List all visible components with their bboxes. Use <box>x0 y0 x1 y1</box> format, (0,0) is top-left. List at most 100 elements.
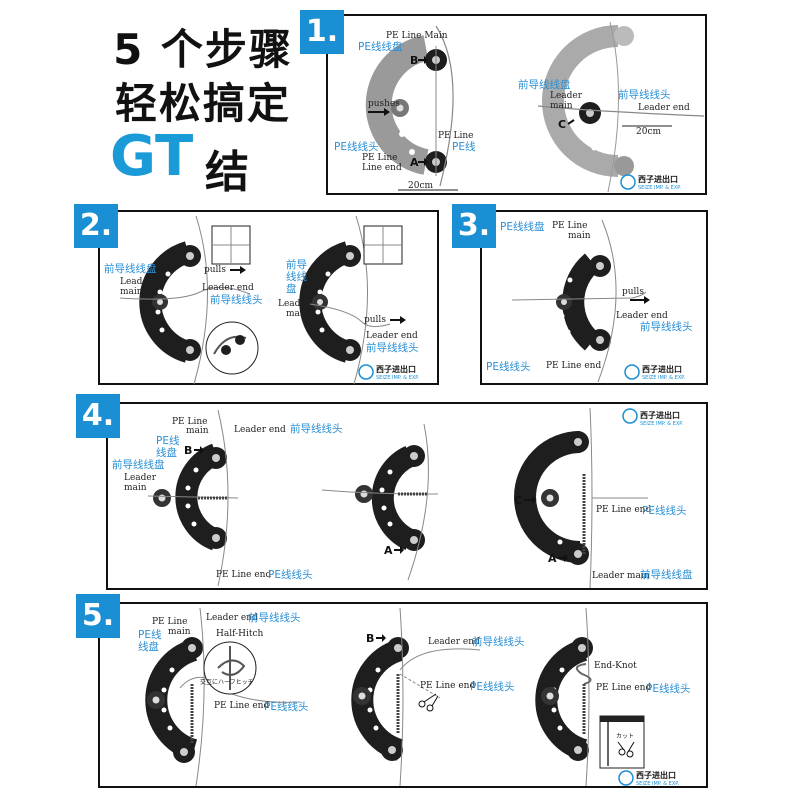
step-4-badge: 4. <box>76 394 120 438</box>
label-pe-line-end: PE Line end <box>216 570 271 580</box>
label-pe-line-end: PE Line end <box>596 683 651 693</box>
svg-text:西子进出口: 西子进出口 <box>376 364 416 374</box>
svg-text:西子进出口: 西子进出口 <box>642 364 682 374</box>
title-jie: 结 <box>205 147 249 198</box>
label-leader-end: Leader end <box>366 331 418 341</box>
label-pe-reel-cn: PE线线盘 <box>500 220 545 233</box>
arrow-label-a: A <box>384 544 393 557</box>
label-pushes: pushes <box>368 99 400 109</box>
label-leader-end: Leader end <box>638 103 690 113</box>
arrow-label-b: B <box>366 632 374 645</box>
knot-tool-right <box>299 241 352 363</box>
label-main: main <box>550 101 573 111</box>
label-pe-line: PE Line <box>438 131 473 141</box>
arrow-label-a: A <box>410 156 419 169</box>
step-4-diagram: PE Line main PE线 线盘 B 前导线线盘 Leader main … <box>112 407 693 589</box>
brand-logo: 西子进出口 SEIZE IMP. & EXP. <box>358 364 419 381</box>
label-pe-line-end-cn: PE线线头 <box>470 680 514 693</box>
svg-text:SEIZE IMP. & EXP.: SEIZE IMP. & EXP. <box>642 375 685 381</box>
brand-logo: 西子进出口 SEIZE IMP. & EXP. <box>624 364 685 381</box>
hand-detail-circle <box>205 321 259 375</box>
step-5-panel: PE Line main PE线 线盘 Leader end 前导线线头 Hal… <box>98 602 708 788</box>
label-pe-reel-cn: PE线线盘 <box>358 40 403 53</box>
scissors-icon <box>617 741 635 758</box>
label-pe-line-1: PE Line <box>362 153 397 163</box>
label-leader: Leader <box>278 299 311 309</box>
label-leader-end: Leader end <box>616 311 668 321</box>
step-3-panel: PE线线盘 PE Line main pulls Leader end 前导线线… <box>480 210 708 385</box>
label-pe-line-end-cn: PE线线头 <box>646 682 690 695</box>
label-leader-end: Leader end <box>202 283 254 293</box>
step-2-panel: pulls 前导线线盘 Leader main Leader end 前导线线头… <box>98 210 439 385</box>
step-3-diagram: PE线线盘 PE Line main pulls Leader end 前导线线… <box>486 219 693 383</box>
step-4-panel: PE Line main PE线 线盘 B 前导线线盘 Leader main … <box>106 402 708 590</box>
label-pulls: pulls <box>364 315 386 325</box>
label-leader-end-cn: 前导线线头 <box>640 320 693 333</box>
label-leader-end-cn: 前导线线头 <box>472 635 525 648</box>
label-leader: Leader <box>124 473 157 483</box>
label-leader-guide-cn-1: 前导 <box>286 258 307 271</box>
step-1-badge: 1. <box>300 10 344 54</box>
label-leader-main: Leader main <box>592 571 650 581</box>
end-knot <box>575 663 592 685</box>
label-pe-line-end-cn: PE线线头 <box>268 568 312 581</box>
label-pe-line-end-cn: PE线线头 <box>264 700 308 713</box>
label-leader-reel-cn: 前导线线盘 <box>640 568 693 581</box>
label-main: main <box>120 287 143 297</box>
knot-tool-left <box>139 241 192 363</box>
label-pe-cn-2: 线盘 <box>156 446 177 459</box>
label-pe-line-cn: PE线 <box>452 140 476 153</box>
label-leader-reel-cn: 前导线线盘 <box>518 78 571 91</box>
step-2-badge: 2. <box>74 204 118 248</box>
svg-text:SEIZE IMP. & EXP.: SEIZE IMP. & EXP. <box>636 781 679 787</box>
scissors-icon <box>418 693 439 712</box>
label-half-hitch-jp: 交互にハーフヒッチ <box>200 678 254 686</box>
arrow-label-c: C <box>558 118 566 131</box>
label-leader-end: Leader end <box>206 613 258 623</box>
label-pe-line-end: PE Line end <box>214 701 269 711</box>
step-5-diagram: PE Line main PE线 线盘 Leader end 前导线线头 Hal… <box>138 607 690 787</box>
label-leader-guide-cn-3: 盘 <box>286 282 297 295</box>
svg-text:西子进出口: 西子进出口 <box>638 174 678 184</box>
brand-logo: 西子进出口 SEIZE IMP. & EXP. <box>618 770 679 787</box>
step-2-diagram: pulls 前导线线盘 Leader main Leader end 前导线线头… <box>104 215 419 385</box>
knot-tool <box>562 253 600 351</box>
label-pe-line-end-cn: PE线线头 <box>334 140 378 153</box>
label-leader: Leader <box>120 277 153 287</box>
label-pe-cn-1: PE线 <box>156 434 180 447</box>
label-leader-end-cn: 前导线线头 <box>290 422 343 435</box>
label-pe-cn-2: 线盘 <box>138 640 159 653</box>
label-leader-end-cn: 前导线线头 <box>210 293 263 306</box>
title-gt: GT <box>110 124 194 189</box>
knot-tool-right <box>542 25 619 177</box>
label-dist-1: 20cm <box>408 181 433 191</box>
label-main: main <box>186 426 209 436</box>
label-line-end: Line end <box>362 163 402 173</box>
title-line-1: 5 个步骤 <box>113 25 293 74</box>
label-leader: Leader <box>550 91 583 101</box>
step-3-badge: 3. <box>452 204 496 248</box>
label-pe-cn-1: PE线 <box>138 628 162 641</box>
title-line-2: 轻松搞定 <box>114 79 291 128</box>
label-pulls: pulls <box>204 265 226 275</box>
cut-detail-box <box>599 715 645 769</box>
label-pe-line-end-cn: PE线线头 <box>642 504 686 517</box>
label-pe-line-end: PE Line end <box>420 681 475 691</box>
svg-text:SEIZE IMP. & EXP.: SEIZE IMP. & EXP. <box>638 185 681 191</box>
label-leader-end: Leader end <box>234 425 286 435</box>
label-leader-guide-cn-2: 线线 <box>286 270 307 283</box>
svg-text:西子进出口: 西子进出口 <box>636 770 676 780</box>
label-pulls: pulls <box>622 287 644 297</box>
label-main: main <box>168 627 191 637</box>
label-leader-reel-cn: 前导线线盘 <box>104 262 157 275</box>
svg-text:SEIZE IMP. & EXP.: SEIZE IMP. & EXP. <box>640 421 683 427</box>
label-pe-line: PE Line <box>152 617 187 627</box>
label-pe-line-main: PE Line Main <box>386 31 448 41</box>
label-main: main <box>568 231 591 241</box>
arrow-label-c: C <box>514 494 522 507</box>
label-leader-end: Leader end <box>428 637 480 647</box>
label-leader-end-cn: 前导线线头 <box>248 611 301 624</box>
knot-tool-left <box>365 35 429 175</box>
label-end-knot: End-Knot <box>594 661 637 671</box>
label-main: main <box>286 309 309 319</box>
